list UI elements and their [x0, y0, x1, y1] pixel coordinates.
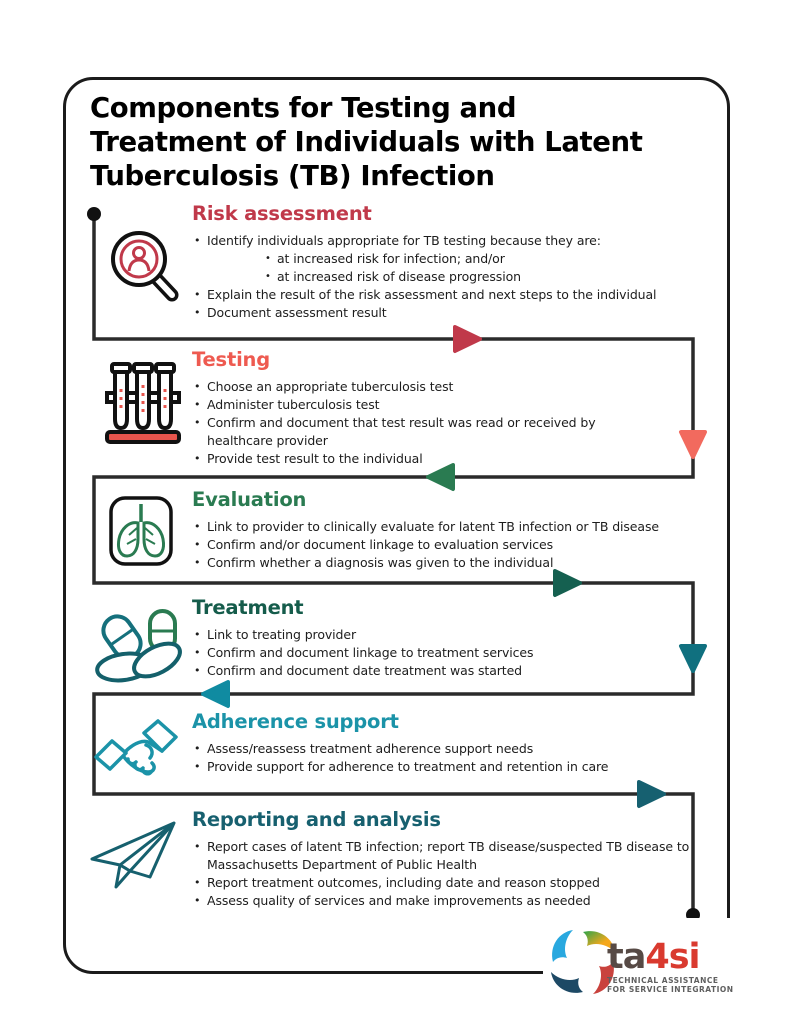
ta4si-tagline: TECHNICAL ASSISTANCE FOR SERVICE INTEGRA…	[607, 976, 734, 994]
page-title-line: Tuberculosis (TB) Infection	[90, 160, 495, 192]
section-testing: Testing Choose an appropriate tuberculos…	[192, 348, 606, 469]
bullet-item: Link to provider to clinically evaluate …	[192, 518, 714, 536]
section-title: Testing	[192, 348, 270, 371]
section-reporting-analysis: Reporting and analysis Report cases of l…	[192, 808, 709, 911]
section-risk-assessment: Risk assessment Identify individuals app…	[192, 202, 707, 323]
section-title: Adherence support	[192, 710, 399, 733]
page-title-line: Treatment of Individuals with Latent	[90, 126, 643, 158]
bullet-item: Provide test result to the individual	[192, 450, 606, 468]
bullet-item: Explain the result of the risk assessmen…	[192, 286, 707, 304]
bullet-item: Assess/reassess treatment adherence supp…	[192, 740, 720, 758]
bullet-item: Provide support for adherence to treatme…	[192, 758, 720, 776]
flow-arrow-right-3	[637, 780, 666, 808]
tagline-line: TECHNICAL ASSISTANCE	[607, 976, 719, 985]
bullet-item: Document assessment result	[192, 304, 707, 322]
bullet-item: Confirm whether a diagnosis was given to…	[192, 554, 714, 572]
magnifier-person-icon	[103, 227, 183, 317]
ta4si-pinwheel-icon	[551, 930, 615, 994]
brand-prefix: ta	[607, 937, 646, 977]
flow-arrow-right-1	[453, 325, 482, 353]
ta4si-wordmark: ta4si	[607, 937, 734, 977]
flow-arrow-left-1	[426, 463, 455, 491]
flow-line	[92, 214, 695, 915]
paper-plane-icon	[86, 815, 182, 899]
bullet-item: Confirm and/or document linkage to evalu…	[192, 536, 714, 554]
handshake-icon	[90, 711, 182, 797]
bullet-item: Identify individuals appropriate for TB …	[192, 232, 707, 286]
section-evaluation: Evaluation Link to provider to clinicall…	[192, 488, 714, 573]
bullet-item: Administer tuberculosis test	[192, 396, 606, 414]
flow-arrow-right-2	[553, 569, 582, 597]
bullet-item: Confirm and document that test result wa…	[192, 414, 606, 450]
flow-start-dot	[87, 207, 101, 221]
page-title: Components for Testing and Treatment of …	[90, 91, 710, 193]
lungs-icon	[108, 495, 174, 571]
section-title: Evaluation	[192, 488, 307, 511]
flow-arrow-down-1	[679, 430, 707, 459]
section-adherence-support: Adherence support Assess/reassess treatm…	[192, 710, 720, 777]
bullet-item: Report cases of latent TB infection; rep…	[192, 838, 709, 874]
bullet-item: Confirm and document linkage to treatmen…	[192, 644, 707, 662]
bullet-item: Assess quality of services and make impr…	[192, 892, 709, 910]
sub-bullet-item: at increased risk for infection; and/or	[263, 250, 707, 268]
section-title: Treatment	[192, 596, 304, 619]
sub-bullet-item: at increased risk of disease progression	[263, 268, 707, 286]
tagline-line: FOR SERVICE INTEGRATION	[607, 985, 734, 994]
bullet-item: Report treatment outcomes, including dat…	[192, 874, 709, 892]
flow-arrow-left-2	[201, 680, 230, 708]
bullet-item: Confirm and document date treatment was …	[192, 662, 707, 680]
ta4si-logo: ta4si TECHNICAL ASSISTANCE FOR SERVICE I…	[543, 918, 741, 1008]
pills-icon	[90, 605, 186, 691]
bullet-item: Link to treating provider	[192, 626, 707, 644]
test-tubes-icon	[105, 361, 181, 451]
section-treatment: Treatment Link to treating provider Conf…	[192, 596, 707, 681]
bullet-text: Identify individuals appropriate for TB …	[207, 233, 601, 248]
section-title: Reporting and analysis	[192, 808, 441, 831]
section-title: Risk assessment	[192, 202, 372, 225]
bullet-item: Choose an appropriate tuberculosis test	[192, 378, 606, 396]
content-canvas: Components for Testing and Treatment of …	[63, 77, 730, 974]
brand-accent: 4si	[645, 937, 700, 977]
page-title-line: Components for Testing and	[90, 92, 517, 124]
